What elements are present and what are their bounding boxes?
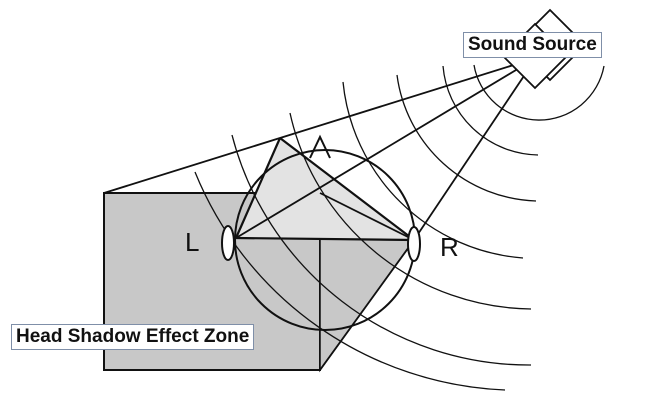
wave-arc-7 bbox=[194, 171, 506, 391]
ear-to-ear-line bbox=[235, 236, 415, 242]
wave-arc-6 bbox=[231, 134, 532, 366]
nose bbox=[309, 134, 331, 159]
line-source-to-right-ear bbox=[413, 57, 537, 241]
wave-arc-4 bbox=[342, 81, 524, 259]
right-ear-label: R bbox=[440, 232, 459, 262]
sound-source-label: Sound Source bbox=[463, 32, 602, 58]
apex-to-left-ear bbox=[234, 137, 282, 239]
line-shadow-top-to-right-ear bbox=[319, 192, 415, 241]
inner-triangle bbox=[234, 137, 415, 242]
wave-arc-3 bbox=[396, 74, 537, 202]
left-ear bbox=[221, 225, 235, 261]
line-source-to-shadow-top bbox=[103, 57, 537, 194]
apex-to-right-ear bbox=[279, 137, 415, 241]
projection-lines bbox=[103, 57, 537, 371]
wave-arc-2 bbox=[442, 65, 539, 156]
sound-waves bbox=[194, 64, 605, 391]
line-right-ear-to-shadow-bottom bbox=[319, 239, 415, 371]
shadow-zone-label: Head Shadow Effect Zone bbox=[11, 324, 255, 350]
right-ear bbox=[407, 226, 421, 262]
illuminated-wedge bbox=[236, 138, 414, 240]
left-ear-label: L bbox=[185, 227, 200, 257]
line-source-to-left-ear bbox=[235, 57, 537, 239]
